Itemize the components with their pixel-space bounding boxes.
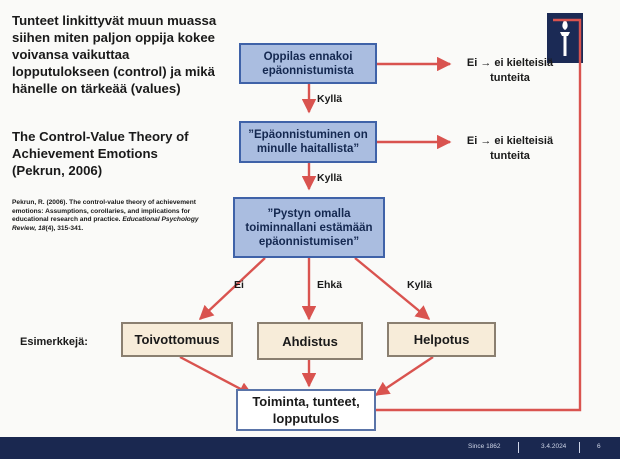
emotion-relief-label: Helpotus (413, 332, 470, 347)
examples-label: Esimerkkejä: (20, 336, 88, 348)
emotion-hopelessness-label: Toivottomuus (134, 332, 220, 347)
no-negative-emotions-1: Ei → ei kielteisiä tunteita (466, 57, 554, 84)
footer-page: 6 (597, 443, 601, 450)
step-failure-harmful: ”Epäonnistuminen on minulle haitallista” (239, 121, 377, 163)
emotion-anxiety: Ahdistus (257, 322, 363, 360)
reference-pages: (4), 315-341. (45, 224, 84, 232)
emotion-relief: Helpotus (387, 322, 496, 357)
reference-citation: Pekrun, R. (2006). The control-value the… (12, 199, 224, 233)
step-failure-harmful-label: ”Epäonnistuminen on minulle haitallista” (248, 129, 368, 155)
footer-bar: Since 1862 3.4.2024 6 (0, 437, 620, 459)
footer-divider-2 (579, 442, 580, 453)
intro-bold-tarkeaa: tärkeää (80, 81, 128, 96)
yes-label-2: Kyllä (317, 172, 343, 184)
theory-title: The Control-Value Theory of Achievement … (12, 129, 189, 161)
torch-icon (560, 19, 570, 56)
reference-text: Pekrun, R. (2006). The control-value the… (12, 199, 196, 224)
outcome-box: Toiminta, tunteet, lopputulos (236, 389, 376, 431)
intro-line3: (values) (127, 81, 181, 96)
branch-yes-label: Kyllä (407, 279, 433, 291)
branch-no-label: Ei (234, 279, 244, 291)
intro-line2: lopputulokseen (control) ja mikä hänelle… (12, 64, 215, 96)
footer-date: 3.4.2024 (541, 443, 567, 450)
step-anticipates-failure-label: Oppilas ennakoi epäonnistumista (262, 50, 354, 77)
no-negative-emotions-2: Ei → ei kielteisiä tunteita (466, 135, 554, 162)
intro-line1: Tunteet linkittyvät muun muassa siihen m… (12, 13, 217, 62)
footer-since: Since 1862 (468, 443, 501, 450)
step-anticipates-failure: Oppilas ennakoi epäonnistumista (239, 43, 377, 84)
emotion-anxiety-label: Ahdistus (282, 333, 338, 349)
branch-maybe-label: Ehkä (317, 279, 343, 291)
theory-title-block: The Control-Value Theory of Achievement … (12, 128, 232, 179)
intro-bold-vaikuttaa: vaikuttaa (72, 47, 130, 62)
step-can-prevent-failure-label: ”Pystyn omalla toiminnallani estämään ep… (245, 207, 373, 248)
emotion-hopelessness: Toivottomuus (121, 322, 233, 357)
theory-author: (Pekrun, 2006) (12, 163, 103, 178)
yes-label-1: Kyllä (317, 93, 343, 105)
reference-journal: Educational Psychology Review, 18 (12, 216, 199, 232)
footer-divider-1 (518, 442, 519, 453)
university-logo (547, 13, 583, 63)
intro-text: Tunteet linkittyvät muun muassa siihen m… (12, 12, 230, 97)
outcome-label: Toiminta, tunteet, lopputulos (252, 394, 360, 426)
step-can-prevent-failure: ”Pystyn omalla toiminnallani estämään ep… (233, 197, 385, 258)
